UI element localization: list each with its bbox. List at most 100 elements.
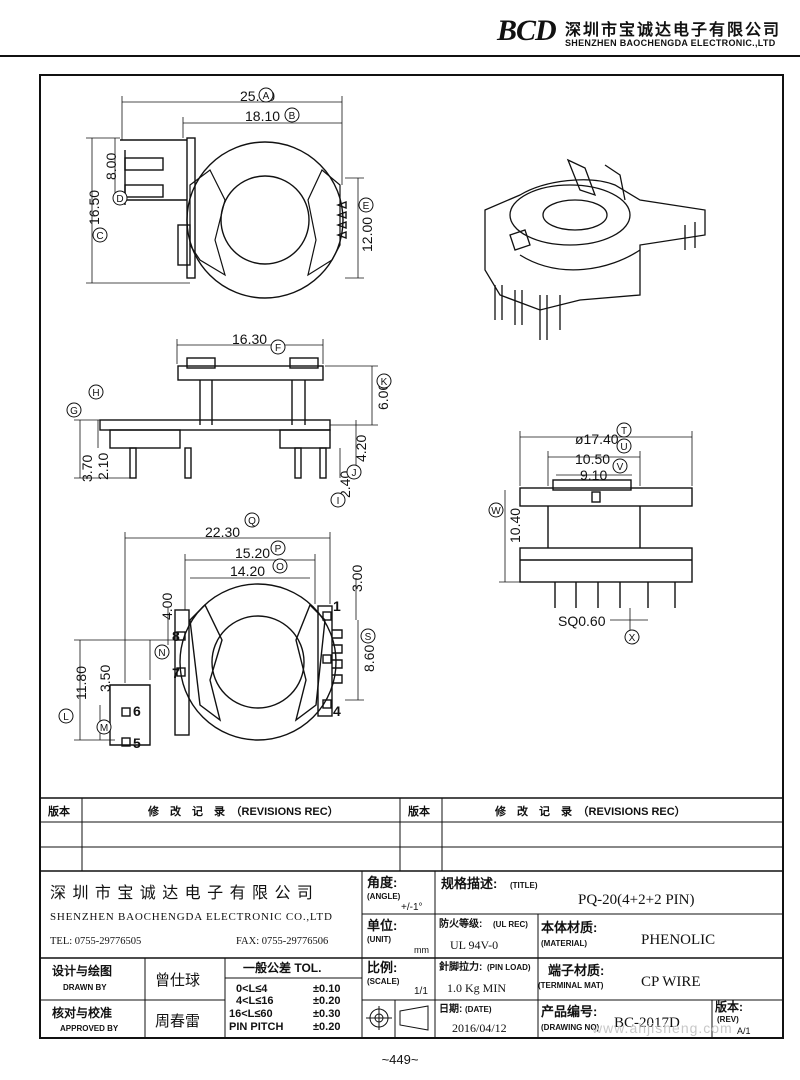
tb-material-en: (MATERIAL) [541, 939, 587, 948]
dim-v: 9.10 [580, 467, 607, 483]
revision-table [40, 798, 783, 872]
svg-text:L: L [63, 712, 69, 723]
marker-l: L [58, 708, 74, 724]
tol-range-1: 0<L≤4 [236, 983, 268, 995]
tb-angle-en: (ANGLE) [367, 892, 401, 901]
marker-d: D [112, 190, 128, 206]
tb-title-value: PQ-20(4+2+2 PIN) [578, 892, 695, 908]
dim-k: 6.00 [375, 383, 391, 410]
tol-value-4: ±0.20 [313, 1021, 340, 1033]
svg-text:F: F [275, 343, 281, 354]
pin-4: 4 [333, 703, 341, 719]
svg-text:J: J [352, 468, 357, 479]
tb-approved-en: APPROVED BY [60, 1024, 119, 1033]
svg-text:X: X [629, 633, 636, 644]
marker-i: I [330, 492, 346, 508]
tb-drawingno-en: (DRAWING NO) [541, 1023, 600, 1032]
rev-col-record-left: 修 改 记 录 （REVISIONS REC） [147, 804, 339, 818]
tb-drawn-label: 设计与绘图 [52, 963, 112, 978]
marker-s: S [360, 628, 376, 644]
dim-u: 10.50 [575, 451, 610, 467]
pin-8: 8 [172, 628, 180, 644]
dim-x: SQ0.60 [558, 613, 606, 629]
tb-terminal-value: CP WIRE [641, 974, 701, 990]
company-logo: BCD [497, 14, 557, 47]
tb-pinload-en: (PIN LOAD) [487, 963, 531, 972]
tol-value-3: ±0.30 [313, 1008, 340, 1020]
front-view [519, 479, 693, 608]
svg-text:P: P [275, 544, 282, 555]
tb-title-en: (TITLE) [510, 881, 538, 890]
svg-text:A: A [263, 91, 270, 102]
dim-s: 3.00 [349, 565, 365, 592]
svg-text:N: N [158, 648, 165, 659]
tb-pinload-value: 1.0 Kg MIN [447, 981, 506, 995]
marker-p: P [270, 540, 286, 556]
tb-scale-value: 1/1 [414, 986, 428, 997]
marker-c: C [92, 227, 108, 243]
dim-d: 8.00 [103, 153, 119, 180]
tb-unit-label: 单位: [367, 918, 397, 933]
marker-b: B [284, 107, 300, 123]
tb-date-value: 2016/04/12 [452, 1021, 507, 1035]
tb-drawingno-value: BC-2017D [614, 1015, 680, 1031]
tb-drawn-en: DRAWN BY [63, 983, 107, 992]
marker-v: V [612, 458, 628, 474]
svg-text:C: C [96, 231, 103, 242]
company-name-en: SHENZHEN BAOCHENGDA ELECTRONIC.,LTD [565, 38, 776, 48]
front-view-dims [499, 431, 693, 630]
tol-range-4: PIN PITCH [229, 1021, 283, 1033]
svg-text:D: D [116, 194, 123, 205]
tb-rev-value: A/1 [737, 1026, 751, 1036]
company-name-cn: 深圳市宝诚达电子有限公司 [565, 22, 782, 39]
tb-tolerance-title: 一般公差 TOL. [243, 960, 321, 975]
svg-text:O: O [276, 562, 284, 573]
tb-rev-en: (REV) [717, 1015, 739, 1024]
tb-material-label: 本体材质: [541, 920, 597, 935]
tb-angle-label: 角度: [367, 875, 397, 890]
marker-o: O [272, 558, 288, 574]
tb-ul-label: 防火等级: [439, 917, 482, 930]
side-view [99, 357, 331, 479]
tb-date-en: (DATE) [465, 1005, 492, 1014]
marker-w: W [488, 502, 504, 518]
tb-company-en: SHENZHEN BAOCHENGDA ELECTRONIC CO.,LTD [50, 911, 333, 923]
marker-k: K [376, 373, 392, 389]
dim-q: 22.30 [205, 524, 240, 540]
svg-text:K: K [381, 377, 388, 388]
dim-p: 15.20 [235, 545, 270, 561]
tb-tel: TEL: 0755-29776505 [50, 936, 141, 947]
tol-value-2: ±0.20 [313, 995, 340, 1007]
marker-f: F [270, 339, 286, 355]
side-view-dims [74, 339, 378, 479]
svg-text:T: T [621, 426, 627, 437]
tb-unit-en: (UNIT) [367, 935, 391, 944]
pin-numbers: 1 4 5 6 7 8 [133, 598, 341, 751]
marker-e: E [358, 197, 374, 213]
tb-scale-en: (SCALE) [367, 977, 400, 986]
svg-text:H: H [92, 388, 99, 399]
tb-title-label: 规格描述: [441, 876, 497, 891]
rev-col-version-left: 版本 [48, 804, 70, 818]
tb-approved-label: 核对与校准 [52, 1005, 112, 1020]
svg-text:G: G [70, 406, 78, 417]
tb-tolerance-rows: 0<L≤4 ±0.10 4<L≤16 ±0.20 16<L≤60 ±0.30 P… [229, 983, 340, 1033]
isometric-view [484, 158, 706, 340]
svg-text:U: U [620, 442, 627, 453]
svg-text:Q: Q [248, 516, 256, 527]
marker-a: A [258, 87, 274, 103]
pin-7: 7 [172, 665, 180, 681]
top-view-dims [86, 96, 364, 284]
marker-x: X [624, 629, 640, 645]
dim-o: 14.20 [230, 563, 265, 579]
tb-angle-value: +/-1° [401, 902, 423, 913]
marker-h: H [88, 384, 104, 400]
svg-text:S: S [365, 632, 372, 643]
dim-t: ø17.40 [575, 431, 619, 447]
pin-1: 1 [333, 598, 341, 614]
dimension-markers: A B C D E F G H I J K L M N O P Q S T U … [58, 87, 640, 735]
tol-range-2: 4<L≤16 [236, 995, 274, 1007]
tb-drawn-value: 曾仕球 [155, 972, 200, 989]
marker-u: U [616, 438, 632, 454]
